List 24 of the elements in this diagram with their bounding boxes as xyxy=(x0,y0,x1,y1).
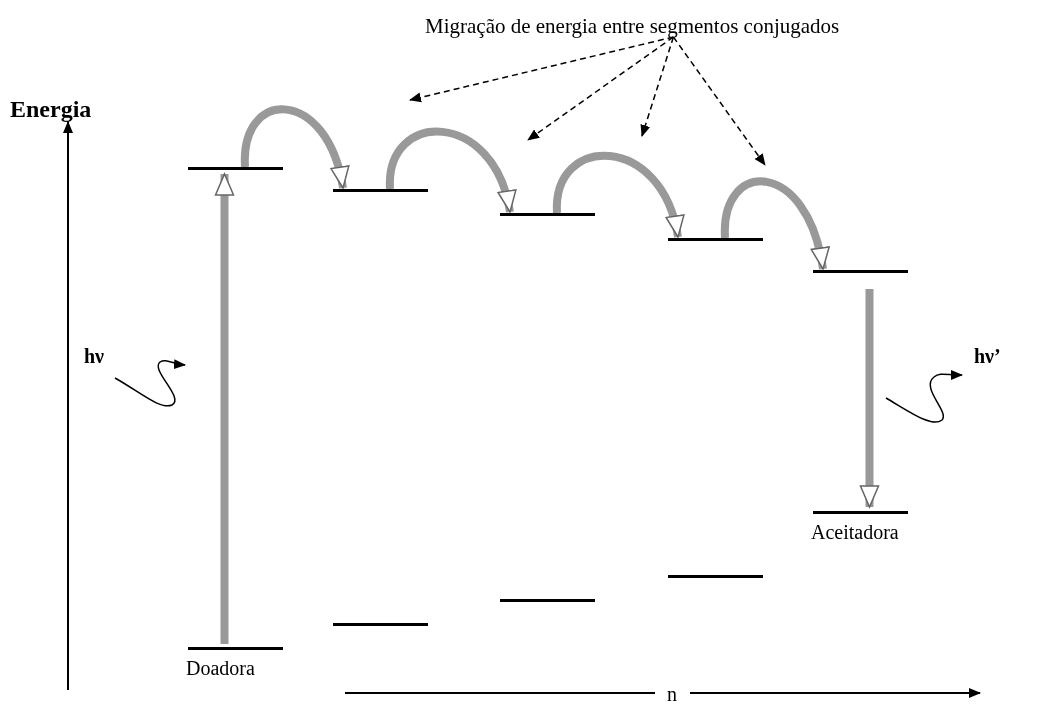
energy-level-line xyxy=(668,575,763,578)
energy-level-line xyxy=(188,647,283,650)
energy-level-line xyxy=(500,599,595,602)
curved-arrow xyxy=(386,127,515,213)
level-label: Aceitadora xyxy=(811,521,899,544)
energy-level-line xyxy=(500,213,595,216)
energy-level-line xyxy=(813,511,908,514)
leader-line xyxy=(409,36,675,103)
energy-level-line xyxy=(333,623,428,626)
energy-level-line xyxy=(668,238,763,241)
curved-arrow xyxy=(553,152,683,238)
energy-level-line xyxy=(813,270,908,273)
annotation-text: Migração de energia entre segmentos conjugados xyxy=(425,14,840,39)
energy-level-line xyxy=(188,167,283,170)
symbol-label: hν’ xyxy=(974,345,1001,368)
leader-line xyxy=(640,36,675,137)
axis-title: Energia xyxy=(10,96,92,123)
symbol-label: hν xyxy=(84,345,105,368)
level-label: Doadora xyxy=(186,657,255,680)
leader-line xyxy=(672,36,766,166)
leader-line xyxy=(527,36,675,141)
energy-level-line xyxy=(333,189,428,192)
curved-arrow xyxy=(241,105,348,189)
curved-arrow xyxy=(721,177,829,270)
